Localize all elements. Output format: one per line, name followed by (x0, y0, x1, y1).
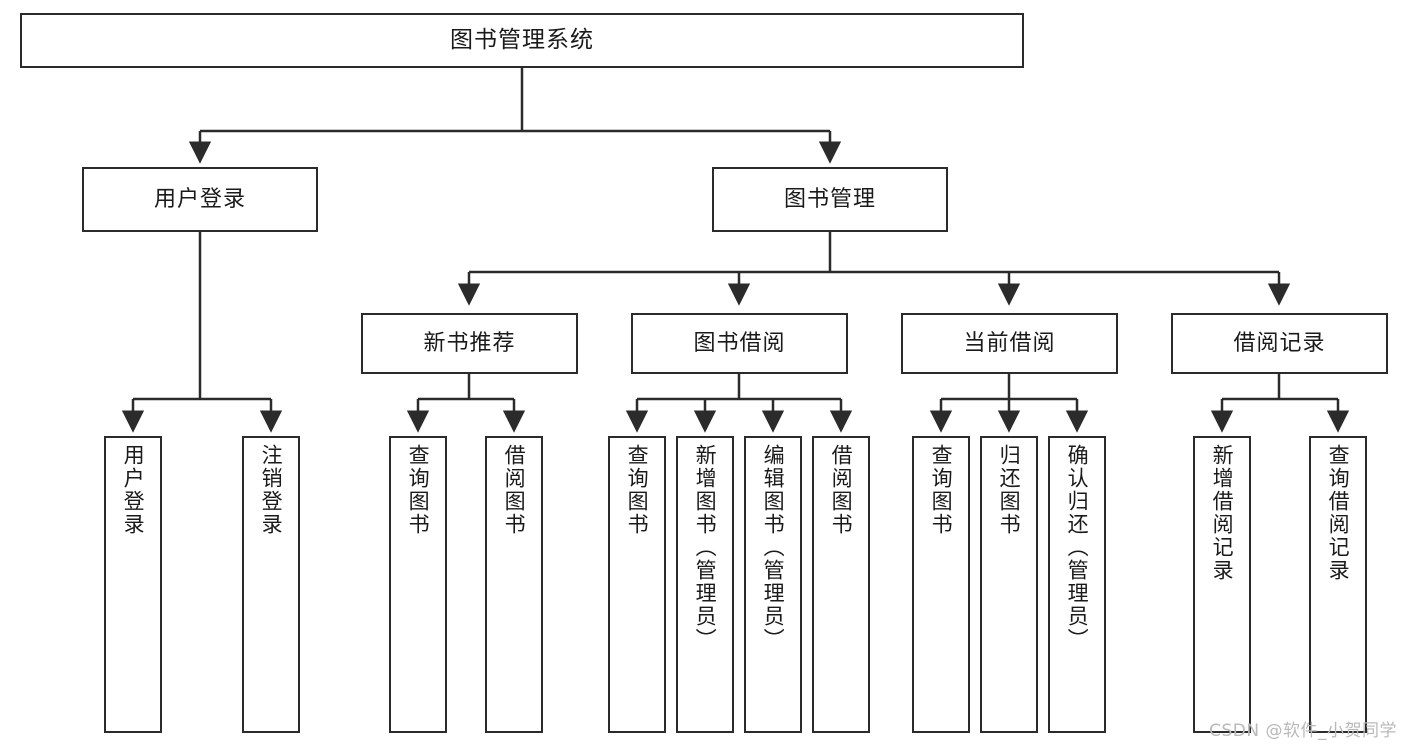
node-current-borrow[interactable]: 当前借阅 (901, 313, 1118, 374)
watermark-text: CSDN @软件_小贺同学 (1209, 721, 1397, 741)
node-new-book-recommend[interactable]: 新书推荐 (361, 313, 578, 374)
leaf-current-borrow-return-book[interactable]: 归还图书 (980, 436, 1038, 733)
node-user-login[interactable]: 用户登录 (82, 167, 318, 232)
leaf-new-book-query-book[interactable]: 查询图书 (389, 436, 447, 733)
node-label: 查询图书 (625, 444, 650, 536)
node-label: 查询图书 (929, 444, 954, 536)
node-label: 图书管理系统 (450, 27, 594, 54)
node-label: 新增借阅记录 (1210, 444, 1235, 582)
leaf-new-book-borrow-book[interactable]: 借阅图书 (485, 436, 543, 733)
node-label: 查询图书 (406, 444, 431, 536)
leaf-borrow-record-add-record[interactable]: 新增借阅记录 (1193, 436, 1251, 733)
leaf-book-borrow-borrow-book[interactable]: 借阅图书 (812, 436, 870, 733)
node-label: 借阅图书 (829, 444, 854, 536)
node-label: 新书推荐 (423, 330, 516, 356)
node-label: 新增图书（管理员） (693, 444, 718, 651)
node-label: 当前借阅 (963, 330, 1056, 356)
leaf-book-borrow-query-book[interactable]: 查询图书 (608, 436, 666, 733)
node-label: 借阅图书 (502, 444, 527, 536)
node-label: 用户登录 (153, 186, 246, 212)
leaf-book-borrow-edit-book-admin[interactable]: 编辑图书（管理员） (744, 436, 802, 733)
node-label: 归还图书 (997, 444, 1022, 536)
leaf-borrow-record-query-record[interactable]: 查询借阅记录 (1309, 436, 1367, 733)
leaf-current-borrow-query-book[interactable]: 查询图书 (912, 436, 970, 733)
node-book-borrow[interactable]: 图书借阅 (631, 313, 848, 374)
node-label: 编辑图书（管理员） (761, 444, 786, 651)
leaf-user-login-login[interactable]: 用户登录 (104, 436, 162, 733)
leaf-book-borrow-add-book-admin[interactable]: 新增图书（管理员） (676, 436, 734, 733)
node-root-system[interactable]: 图书管理系统 (20, 13, 1024, 68)
leaf-user-login-logout[interactable]: 注销登录 (242, 436, 300, 733)
node-label: 确认归还（管理员） (1065, 444, 1090, 651)
node-borrow-record[interactable]: 借阅记录 (1171, 313, 1388, 374)
node-book-management[interactable]: 图书管理 (712, 167, 948, 232)
node-label: 借阅记录 (1233, 330, 1326, 356)
node-label: 图书借阅 (693, 330, 786, 356)
node-label: 图书管理 (783, 186, 876, 212)
node-label: 注销登录 (259, 444, 284, 536)
leaf-current-borrow-confirm-return-admin[interactable]: 确认归还（管理员） (1048, 436, 1106, 733)
node-label: 用户登录 (121, 444, 146, 536)
node-label: 查询借阅记录 (1326, 444, 1351, 582)
